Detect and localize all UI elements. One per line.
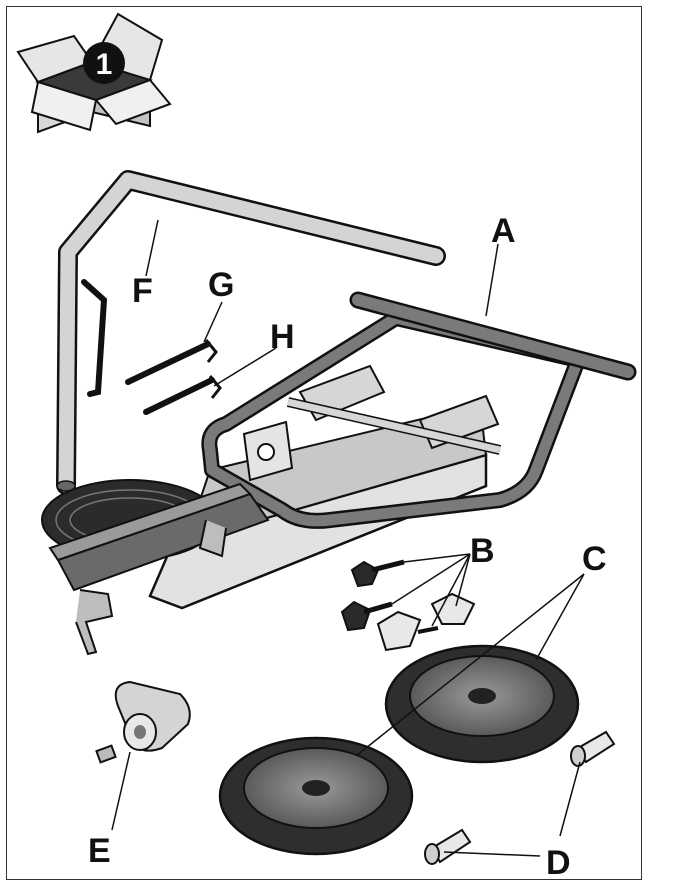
part-c-wheel-back — [384, 644, 580, 764]
part-f-handlebar — [56, 170, 446, 495]
part-d-axle-lower — [424, 828, 472, 865]
label-f: F — [132, 272, 153, 310]
tow-bar — [48, 482, 270, 656]
part-a-frame — [201, 291, 637, 529]
step-badge-icon: 1 — [83, 42, 125, 84]
label-e: E — [88, 832, 111, 870]
part-g-pin — [125, 339, 218, 385]
step-number: 1 — [96, 48, 113, 81]
part-d-axle-upper — [570, 730, 616, 767]
label-h: H — [270, 318, 295, 356]
label-g: G — [208, 266, 234, 304]
label-c: C — [582, 540, 607, 578]
leader-lines — [111, 219, 585, 857]
label-b: B — [470, 532, 495, 570]
label-a: A — [491, 212, 516, 250]
part-h-pin — [143, 375, 222, 415]
part-c-wheel-front — [218, 736, 414, 856]
part-b-knobs — [340, 559, 476, 652]
label-d: D — [546, 844, 571, 882]
part-e-bracket — [95, 680, 191, 764]
